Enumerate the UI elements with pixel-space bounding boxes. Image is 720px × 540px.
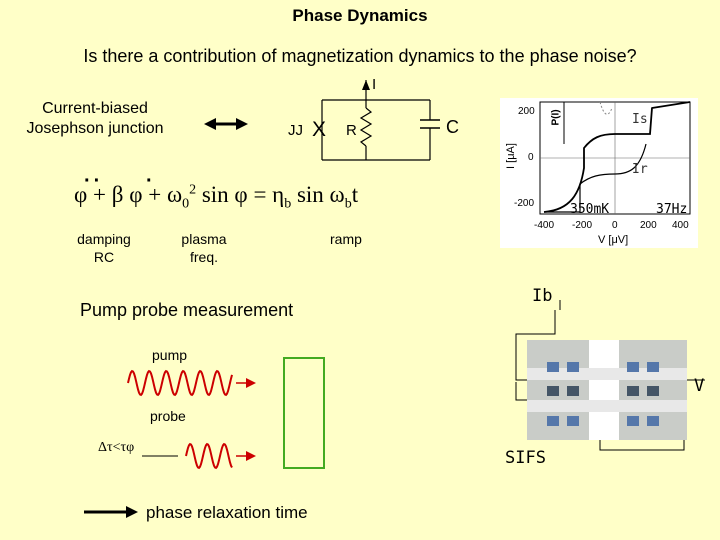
ramp-label: ramp [330, 231, 362, 247]
ib-label: Ib [532, 286, 553, 306]
double-arrow-icon [204, 118, 248, 130]
sample-box-outline [283, 357, 325, 469]
current-label: I [372, 76, 377, 93]
equation-part3: sin ω [291, 182, 345, 207]
v-label: V [694, 376, 705, 396]
resistor-label: R [346, 122, 357, 139]
jj-symbol: X [312, 118, 327, 141]
iv-curve-branch [544, 143, 647, 213]
equation: φ + β φ + ω02 sin φ = ηb sin ωbt [74, 182, 358, 213]
double-dot-icon: ·· [84, 170, 104, 192]
delay-label: Δτ<τφ [98, 440, 135, 455]
probability-curve [599, 101, 613, 115]
equation-sup2: 2 [189, 182, 197, 198]
plasma-label-line1: plasma [181, 231, 227, 247]
probe-wave [185, 442, 233, 470]
is-label: Is [632, 112, 648, 127]
pump-probe-heading: Pump probe measurement [80, 300, 294, 320]
x-tick-400: 400 [672, 220, 689, 231]
pump-label: pump [152, 347, 188, 363]
circuit-wires [321, 80, 431, 161]
damping-label-line1: damping [77, 231, 131, 247]
page-title: Phase Dynamics [292, 6, 428, 25]
sifs-label: SIFS [505, 448, 546, 468]
y-axis-label: I [μA] [504, 143, 517, 169]
probe-label: probe [150, 408, 186, 424]
capacitor-label: C [446, 117, 459, 137]
temp-label: 350mK [570, 202, 610, 217]
capacitor-icon [420, 119, 440, 129]
y-tick-m200: -200 [514, 198, 535, 209]
question-text: Is there a contribution of magnetization… [83, 46, 637, 66]
equation-sub0: 0 [182, 196, 190, 212]
legend-label: phase relaxation time [146, 503, 308, 522]
y-tick-0: 0 [528, 152, 534, 163]
plasma-label-line2: freq. [189, 249, 218, 265]
equation-sub-b1: b [284, 196, 292, 212]
x-tick-m200: -200 [572, 220, 593, 231]
single-dot-icon: · [146, 170, 153, 192]
ir-label: Ir [632, 162, 648, 177]
freq-label: 37Hz [656, 202, 688, 217]
device-label: Current-biased Josephson junction [10, 99, 180, 139]
iv-plot: 200 0 -200 -400 -200 0 200 400 I [μA] V … [500, 98, 698, 248]
probe-arrow-icon [236, 451, 256, 461]
p-label: P(I) [550, 109, 562, 126]
iv-plot-svg [539, 101, 691, 215]
jj-label: JJ [288, 122, 303, 139]
equation-part2: sin φ = η [196, 182, 285, 207]
y-tick-200: 200 [518, 106, 535, 117]
equation-part4: t [351, 182, 359, 207]
x-tick-0: 0 [612, 220, 618, 231]
pump-wave [127, 369, 233, 397]
damping-label-line2: RC [93, 249, 115, 265]
x-axis-label: V [μV] [598, 234, 629, 246]
plasma-label: plasma freq. [164, 230, 244, 266]
legend-arrow-icon [84, 506, 138, 518]
x-tick-m400: -400 [534, 220, 555, 231]
device-label-line1: Current-biased [42, 100, 148, 117]
equation-sub-b2: b [344, 196, 352, 212]
iv-curve [543, 101, 691, 213]
device-label-line2: Josephson junction [26, 120, 164, 137]
x-tick-200: 200 [640, 220, 657, 231]
sample-photo-svg [527, 340, 687, 440]
resistor-icon [359, 107, 373, 147]
pump-arrow-icon [236, 378, 256, 388]
sample-photo [527, 340, 687, 440]
current-arrow-icon [362, 80, 370, 90]
damping-label: damping RC [62, 230, 146, 266]
equation-part1: φ + β φ + ω [74, 182, 183, 207]
